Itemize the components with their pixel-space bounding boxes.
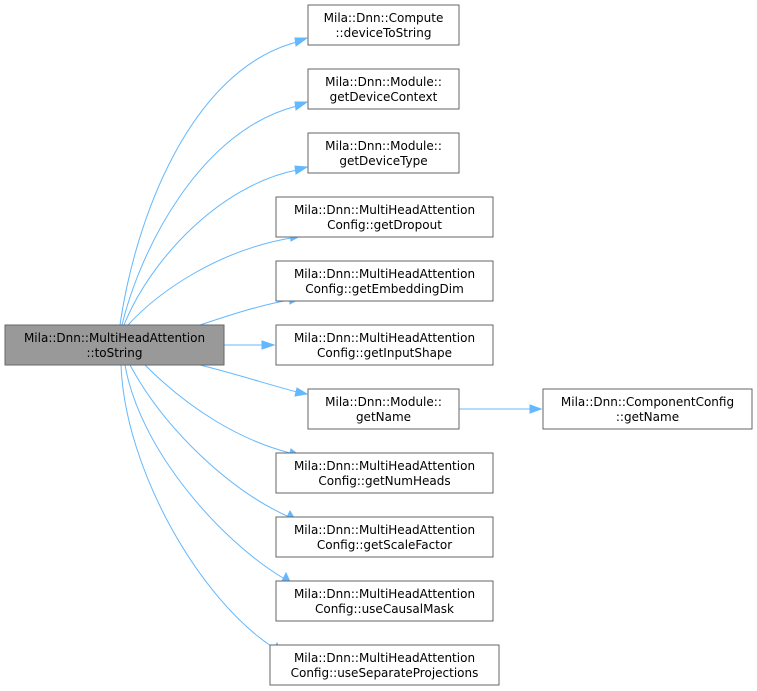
- edge-line: [127, 237, 292, 326]
- edge-root-n7: [199, 364, 309, 397]
- node-label-line: Mila::Dnn::MultiHeadAttention: [294, 587, 475, 601]
- edge-line: [129, 364, 288, 517]
- node-label-line: Config::getEmbeddingDim: [305, 282, 464, 296]
- node-box[interactable]: [4, 324, 225, 366]
- node-label-line: ::toString: [87, 346, 143, 360]
- node-label-line: getDeviceType: [339, 154, 427, 168]
- node-label-line: Mila::Dnn::MultiHeadAttention: [294, 331, 475, 345]
- node-n11[interactable]: Mila::Dnn::MultiHeadAttentionConfig::use…: [275, 580, 494, 622]
- node-box[interactable]: [275, 580, 494, 622]
- edge-line: [120, 364, 275, 649]
- node-box[interactable]: [307, 132, 460, 174]
- node-label-line: Config::getNumHeads: [318, 474, 450, 488]
- edge-root-n2: [121, 101, 309, 326]
- node-label-line: Config::getScaleFactor: [317, 538, 452, 552]
- edge-n7-n8: [459, 404, 543, 414]
- node-box[interactable]: [275, 324, 494, 366]
- edge-root-n12: [120, 364, 283, 655]
- node-n10[interactable]: Mila::Dnn::MultiHeadAttentionConfig::get…: [275, 516, 494, 558]
- arrowhead-icon: [294, 165, 309, 175]
- arrowhead-icon: [294, 37, 309, 47]
- node-n9[interactable]: Mila::Dnn::MultiHeadAttentionConfig::get…: [275, 452, 494, 494]
- node-root[interactable]: Mila::Dnn::MultiHeadAttention::toString: [4, 324, 225, 366]
- node-n8[interactable]: Mila::Dnn::ComponentConfig::getName: [542, 388, 753, 430]
- node-label-line: Mila::Dnn::MultiHeadAttention: [24, 331, 205, 345]
- node-label-line: Mila::Dnn::MultiHeadAttention: [294, 203, 475, 217]
- node-box[interactable]: [269, 644, 500, 686]
- node-label-line: ::deviceToString: [336, 26, 432, 40]
- edge-line: [144, 364, 291, 454]
- node-n5[interactable]: Mila::Dnn::MultiHeadAttentionConfig::get…: [275, 260, 494, 302]
- node-label-line: Config::useSeparateProjections: [291, 666, 479, 680]
- node-label-line: Mila::Dnn::Module::: [325, 139, 442, 153]
- arrowhead-icon: [261, 340, 276, 350]
- node-box[interactable]: [307, 388, 460, 430]
- node-label-line: Mila::Dnn::ComponentConfig: [561, 395, 734, 409]
- node-label-line: Config::getInputShape: [317, 346, 452, 360]
- node-box[interactable]: [542, 388, 753, 430]
- node-n4[interactable]: Mila::Dnn::MultiHeadAttentionConfig::get…: [275, 196, 494, 238]
- node-box[interactable]: [307, 4, 460, 46]
- node-label-line: Mila::Dnn::MultiHeadAttention: [294, 267, 475, 281]
- arrowhead-icon: [529, 404, 543, 414]
- node-label-line: Config::useCausalMask: [315, 602, 454, 616]
- edge-root-n9: [144, 364, 302, 458]
- arrowhead-icon: [294, 387, 309, 397]
- node-label-line: Mila::Dnn::MultiHeadAttention: [294, 523, 475, 537]
- node-box[interactable]: [275, 452, 494, 494]
- node-box[interactable]: [275, 196, 494, 238]
- node-label-line: getDeviceContext: [330, 90, 438, 104]
- node-box[interactable]: [307, 68, 460, 110]
- edge-root-n3: [123, 165, 309, 326]
- node-n1[interactable]: Mila::Dnn::Compute::deviceToString: [307, 4, 460, 46]
- node-label-line: getName: [356, 410, 411, 424]
- node-label-line: Mila::Dnn::Module::: [325, 395, 442, 409]
- node-box[interactable]: [275, 516, 494, 558]
- edge-line: [121, 105, 298, 326]
- node-n3[interactable]: Mila::Dnn::Module::getDeviceType: [307, 132, 460, 174]
- node-n6[interactable]: Mila::Dnn::MultiHeadAttentionConfig::get…: [275, 324, 494, 366]
- edge-root-n6: [224, 340, 276, 350]
- edge-line: [119, 41, 298, 326]
- edge-root-n1: [119, 37, 309, 326]
- node-box[interactable]: [275, 260, 494, 302]
- node-label-line: Mila::Dnn::MultiHeadAttention: [294, 651, 475, 665]
- node-n7[interactable]: Mila::Dnn::Module::getName: [307, 388, 460, 430]
- edge-line: [124, 364, 284, 579]
- nodes-layer: Mila::Dnn::MultiHeadAttention::toStringM…: [4, 4, 753, 686]
- edge-line: [199, 364, 298, 393]
- node-label-line: Config::getDropout: [327, 218, 442, 232]
- node-label-line: Mila::Dnn::MultiHeadAttention: [294, 459, 475, 473]
- edge-line: [123, 169, 298, 326]
- node-n12[interactable]: Mila::Dnn::MultiHeadAttentionConfig::use…: [269, 644, 500, 686]
- edge-line: [199, 299, 291, 326]
- node-label-line: Mila::Dnn::Compute: [324, 11, 444, 25]
- node-label-line: ::getName: [616, 410, 679, 424]
- arrowhead-icon: [294, 101, 309, 111]
- node-n2[interactable]: Mila::Dnn::Module::getDeviceContext: [307, 68, 460, 110]
- node-label-line: Mila::Dnn::Module::: [325, 75, 442, 89]
